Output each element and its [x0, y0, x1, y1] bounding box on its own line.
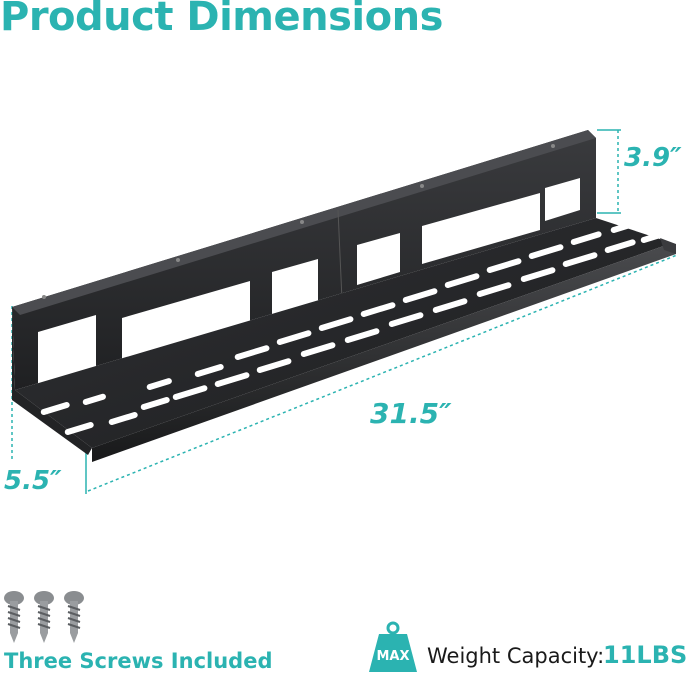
screw-icon [34, 591, 54, 643]
weight-icon: MAX [369, 621, 417, 672]
length-dimension-label: 31.5″ [370, 397, 452, 430]
weight-capacity-value: 11LBS [603, 641, 687, 669]
shelf-back-panel [12, 130, 596, 396]
floor-slots [40, 220, 666, 435]
page-title: Product Dimensions [0, 0, 443, 40]
weight-capacity-label: Weight Capacity: [427, 644, 605, 668]
screws-included-label: Three Screws Included [4, 649, 273, 673]
screw-icon [64, 591, 84, 643]
depth-dimension-label: 5.5″ [4, 466, 62, 496]
height-dimension-label: 3.9″ [624, 143, 682, 173]
shelf-floor [12, 218, 676, 462]
weight-badge-text: MAX [376, 649, 409, 664]
screws-group [4, 591, 84, 643]
screw-icon [4, 591, 24, 643]
